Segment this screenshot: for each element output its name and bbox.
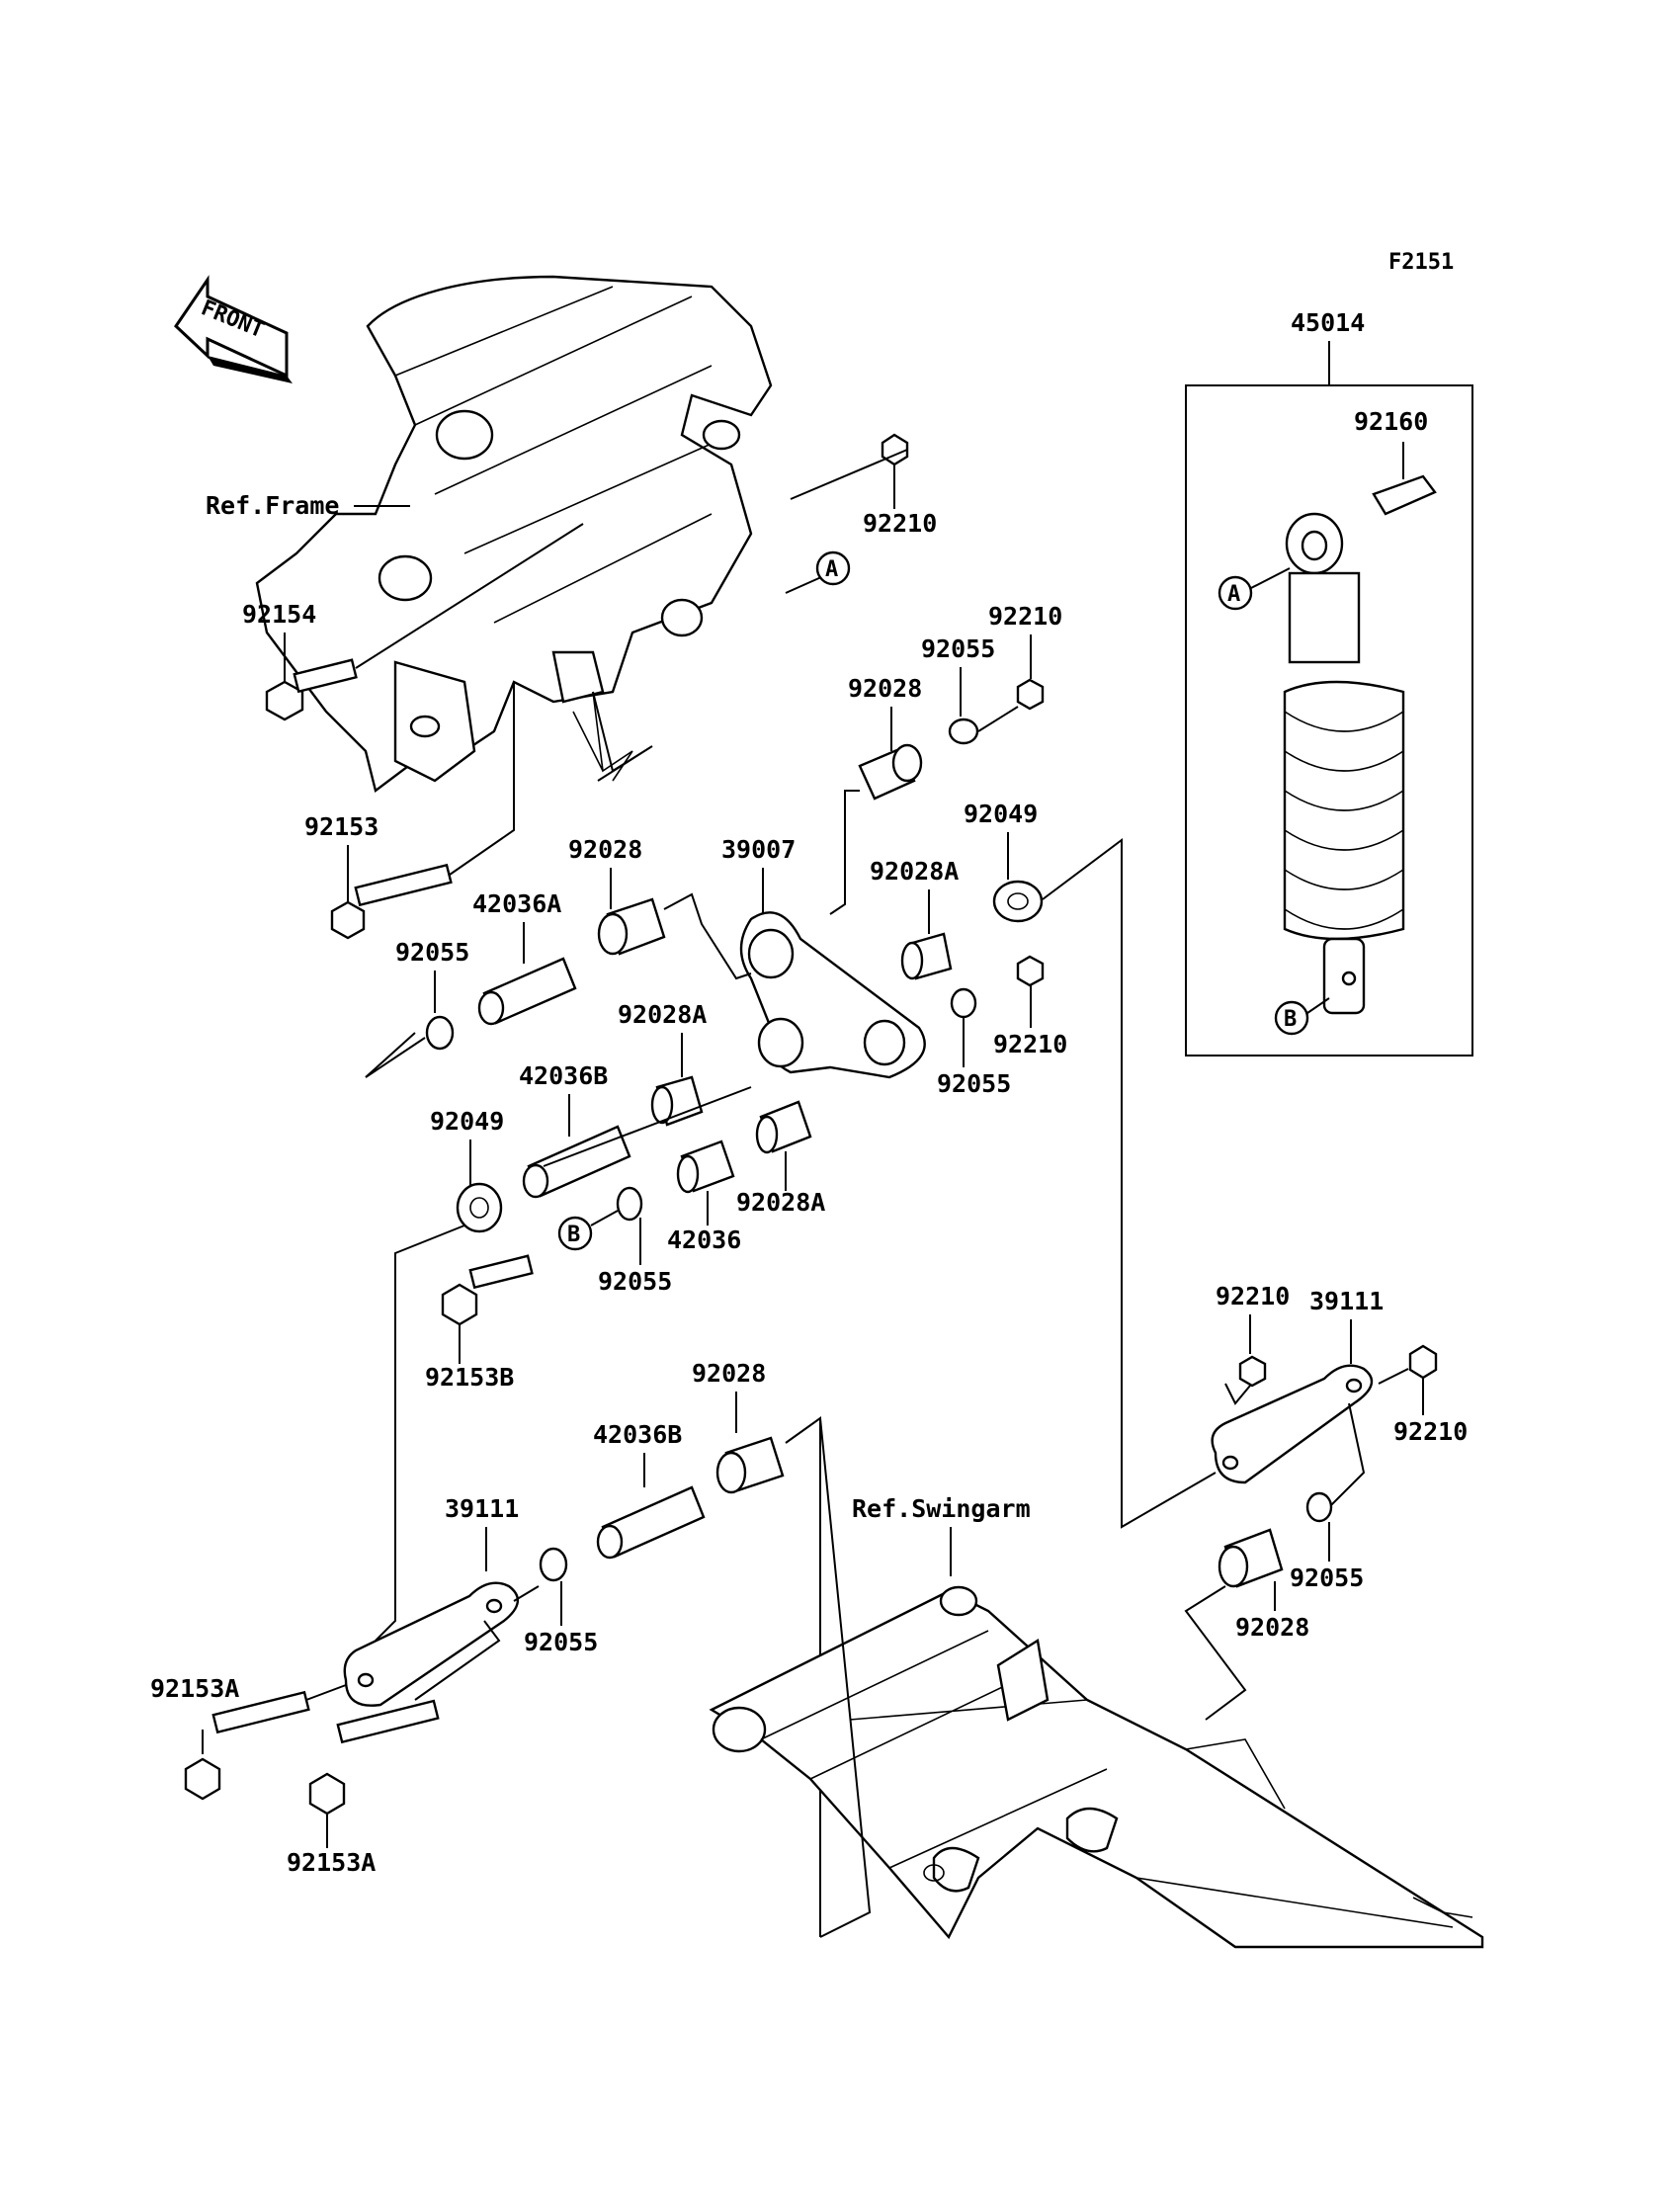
washer-92055-rb [1305, 1491, 1333, 1523]
callout-a-shock: A [1218, 575, 1253, 611]
svg-text:B: B [1284, 1007, 1297, 1032]
nut-92210-top [881, 433, 909, 466]
bushing-92028A-b [755, 1100, 812, 1154]
svg-text:B: B [567, 1223, 580, 1247]
label-92153A-l: 92153A [150, 1674, 239, 1703]
label-92055-r: 92055 [921, 634, 995, 663]
label-92049-r: 92049 [964, 800, 1038, 828]
label-92028A-b: 92028A [736, 1188, 825, 1217]
nut-92210-rl [1238, 1355, 1267, 1388]
washer-92055-m [950, 987, 977, 1019]
ref-frame-label: Ref.Frame [206, 491, 339, 520]
label-42036A: 42036A [472, 889, 561, 918]
label-42036B-b: 42036B [593, 1420, 682, 1449]
label-92160: 92160 [1354, 407, 1428, 436]
callout-a-frame: A [815, 550, 851, 586]
label-92210-rl: 92210 [1216, 1282, 1290, 1310]
label-92153B: 92153B [425, 1363, 514, 1392]
svg-text:A: A [1227, 582, 1240, 607]
label-92210-r: 92210 [988, 602, 1062, 631]
washer-92055-l [425, 1015, 455, 1051]
label-92028-top: 92028 [568, 835, 642, 864]
bolt-92153A-b [308, 1699, 440, 1816]
front-arrow-icon: FRONT [174, 275, 293, 383]
washer-92055-r [948, 718, 979, 745]
washer-92049-l [456, 1182, 503, 1233]
washer-92055-b [616, 1186, 643, 1222]
label-92049-l: 92049 [430, 1107, 504, 1136]
label-92153: 92153 [304, 812, 378, 841]
label-42036B-top: 42036B [519, 1061, 608, 1090]
bushing-92028A-m [650, 1075, 704, 1127]
label-92055-rb: 92055 [1290, 1563, 1364, 1592]
label-92154: 92154 [242, 600, 316, 629]
svg-text:A: A [825, 557, 838, 582]
label-92055-lb: 92055 [524, 1628, 598, 1656]
label-92055-m: 92055 [937, 1069, 1011, 1098]
spacer-42036B-b [596, 1485, 706, 1560]
shock-absorber [1283, 512, 1405, 1015]
spacer-42036B-top [522, 1125, 631, 1199]
label-92028-b: 92028 [692, 1359, 766, 1388]
nut-92210-rr [1408, 1344, 1438, 1380]
bushing-92028-r [858, 743, 923, 801]
bushing-92028-top [597, 897, 666, 956]
label-92210-rr: 92210 [1393, 1417, 1468, 1446]
label-92055-b: 92055 [598, 1267, 672, 1296]
rocker-39111-l [343, 1581, 519, 1707]
callout-b-shock: B [1274, 1000, 1309, 1036]
label-92028A-r: 92028A [870, 857, 959, 886]
bolt-92154 [265, 523, 584, 721]
sleeve-92160 [1372, 474, 1437, 516]
callout-b-link: B [557, 1216, 593, 1251]
frame-illustration [255, 275, 773, 794]
figure-code: F2151 [1388, 250, 1454, 275]
bolt-92153 [330, 863, 453, 940]
ref-swingarm-label: Ref.Swingarm [852, 1494, 1031, 1523]
washer-92049-r [992, 880, 1044, 923]
spacer-42036 [676, 1140, 735, 1194]
label-39007: 39007 [721, 835, 796, 864]
rocker-39111-r [1211, 1364, 1374, 1484]
washer-92055-lb [539, 1547, 568, 1582]
label-92210-top: 92210 [863, 509, 937, 538]
label-39111-l: 39111 [445, 1494, 519, 1523]
label-92028-r: 92028 [848, 674, 922, 703]
label-92210-m: 92210 [993, 1030, 1067, 1058]
bushing-92028A-r [900, 932, 953, 980]
bolt-92153B [441, 1254, 534, 1326]
bushing-92028-rb [1218, 1528, 1284, 1588]
label-92153A-b: 92153A [287, 1848, 376, 1877]
label-92028-rb: 92028 [1235, 1613, 1309, 1642]
label-42036: 42036 [667, 1225, 741, 1254]
spacer-42036A [477, 957, 577, 1026]
label-39111-r: 39111 [1309, 1287, 1384, 1315]
label-92028A-m: 92028A [618, 1000, 707, 1029]
nut-92210-r [1016, 678, 1045, 711]
label-45014: 45014 [1291, 308, 1365, 337]
swingarm-illustration [709, 1585, 1484, 1949]
bushing-92028-b [715, 1436, 785, 1494]
nut-92210-m [1016, 955, 1045, 987]
link-39007 [739, 911, 926, 1079]
bolt-92153A-l [184, 1690, 310, 1801]
label-92055-l: 92055 [395, 938, 469, 967]
